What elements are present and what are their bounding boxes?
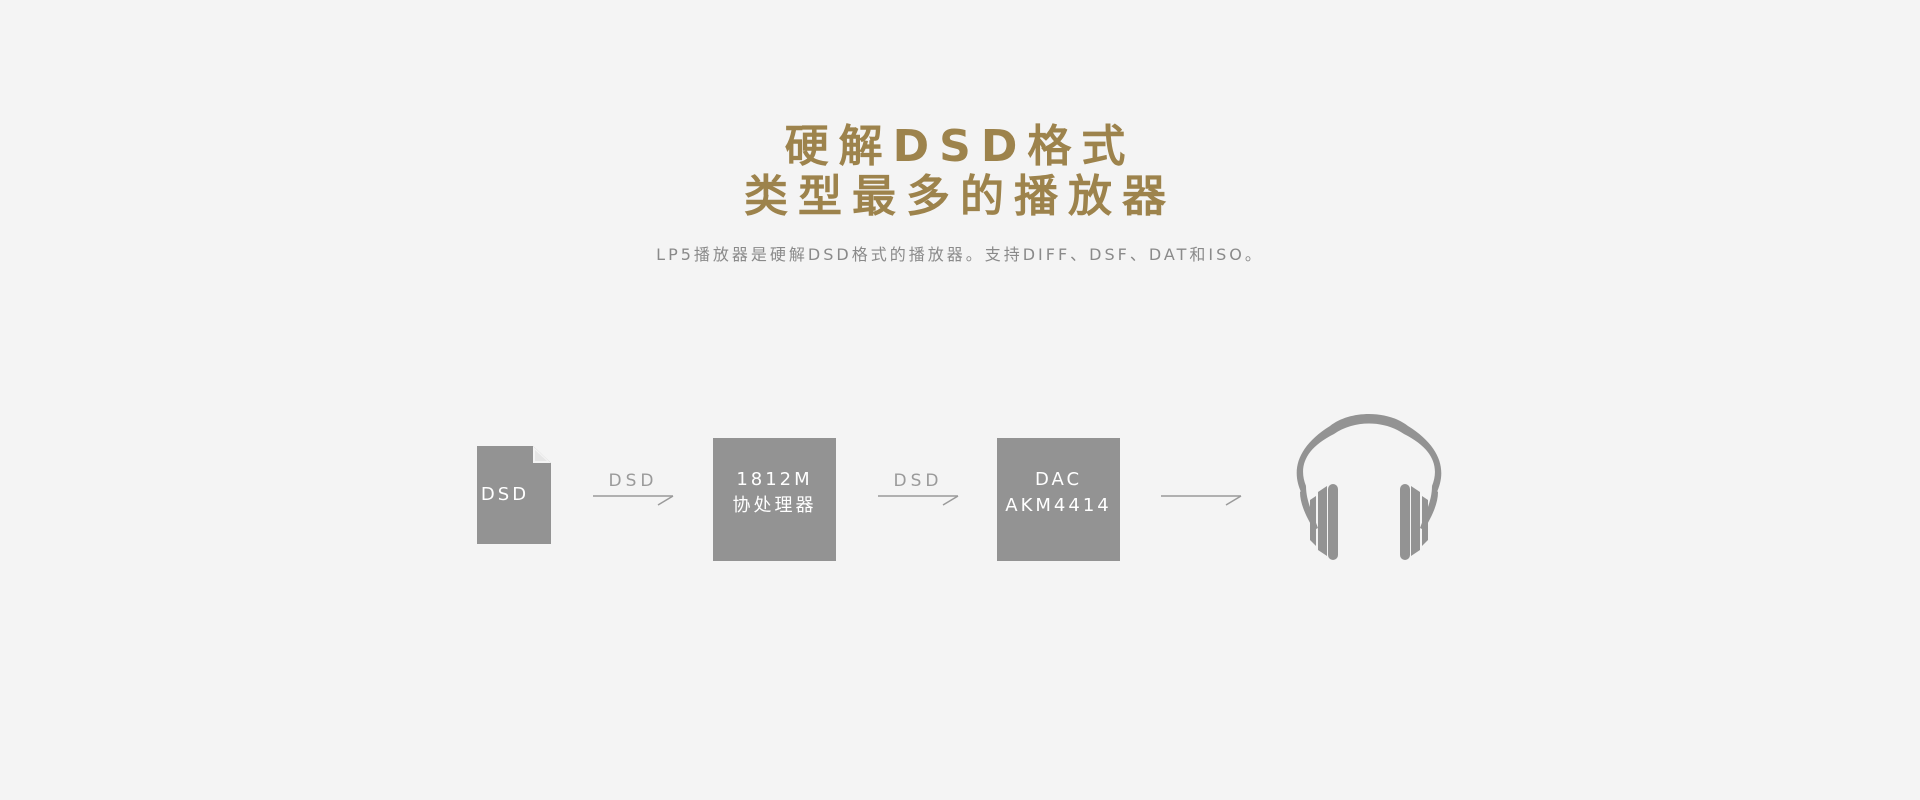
coprocessor-label-line-2: 协处理器 — [732, 495, 817, 516]
file-label: DSD — [480, 484, 530, 505]
title-line-1: 硬解DSD格式 — [784, 121, 1136, 172]
headphones-icon — [1296, 414, 1442, 560]
arrow-2-label: DSD — [893, 471, 943, 491]
arrow-1 — [593, 495, 674, 506]
subtitle: LP5播放器是硬解DSD格式的播放器。支持DIFF、DSF、DAT和ISO。 — [656, 245, 1264, 264]
dac-label-line-1: DAC — [1034, 469, 1083, 490]
arrow-1-label: DSD — [608, 471, 658, 491]
title-line-2: 类型最多的播放器 — [744, 171, 1176, 222]
arrow-2 — [878, 495, 959, 506]
file-icon — [477, 446, 551, 544]
coprocessor-label-line-1: 1812M — [736, 469, 813, 490]
dac-label-line-2: AKM4414 — [1005, 495, 1112, 516]
dac-box — [997, 438, 1120, 561]
arrow-3 — [1161, 495, 1242, 506]
coprocessor-box — [713, 438, 836, 561]
